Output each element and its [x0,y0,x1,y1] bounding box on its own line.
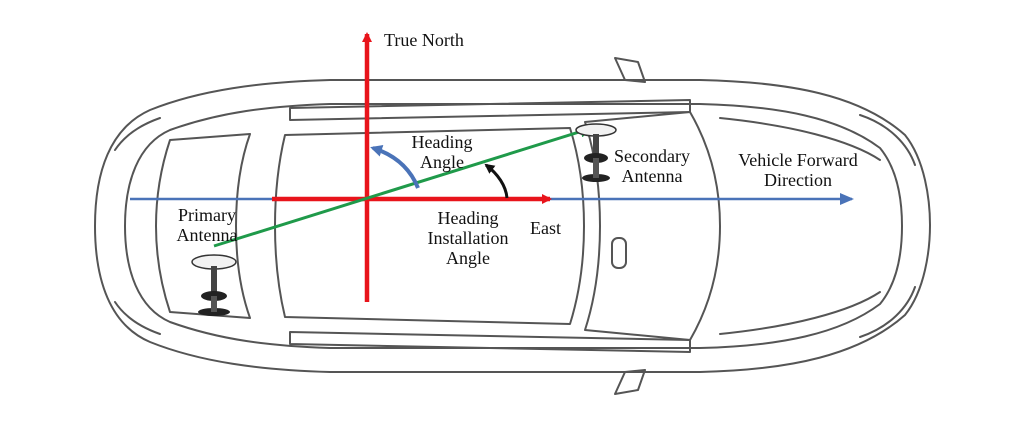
primary-antenna-label: Primary Antenna [162,205,252,245]
secondary-antenna-line-2: Antenna [621,166,683,186]
heading-installation-line-2: Installation [427,228,509,248]
rear-window [155,133,251,319]
antenna-icon [575,123,617,182]
vehicle-forward-line-1: Vehicle Forward [738,150,858,170]
mirror-bottom [614,369,646,395]
hood-line-bottom [719,291,881,335]
installation-angle-arc [484,163,509,199]
side-window-top [289,99,691,121]
roof-panel [274,127,585,325]
primary-antenna-line-1: Primary [178,205,236,225]
secondary-antenna-label: Secondary Antenna [604,146,700,186]
car-outline [94,57,931,395]
heading-angle-arc [370,145,420,189]
mirror-top [614,57,646,83]
heading-installation-angle-label: Heading Installation Angle [408,208,528,268]
east-label: East [530,218,561,238]
heading-angle-line-1: Heading [411,132,473,152]
car-body-outline [94,79,931,373]
heading-installation-line-1: Heading [437,208,499,228]
heading-installation-line-3: Angle [446,248,490,268]
secondary-antenna-line-1: Secondary [614,146,690,166]
headlight-top [859,114,916,166]
door-handle [611,237,627,269]
vehicle-forward-line-2: Direction [764,170,832,190]
headlight-bottom [859,286,916,338]
heading-angle-label: Heading Angle [402,132,482,172]
heading-angle-line-2: Angle [420,152,464,172]
car-body-inner [124,103,903,349]
hood-line-top [719,117,881,161]
taillight-bottom [114,301,161,335]
taillight-top [114,117,161,151]
antenna-baseline [213,125,594,248]
true-north-label: True North [384,30,464,50]
side-window-bottom [289,331,691,353]
vehicle-forward-direction-label: Vehicle Forward Direction [718,150,878,190]
primary-antenna-line-2: Antenna [176,225,238,245]
antenna-icon [191,254,237,316]
